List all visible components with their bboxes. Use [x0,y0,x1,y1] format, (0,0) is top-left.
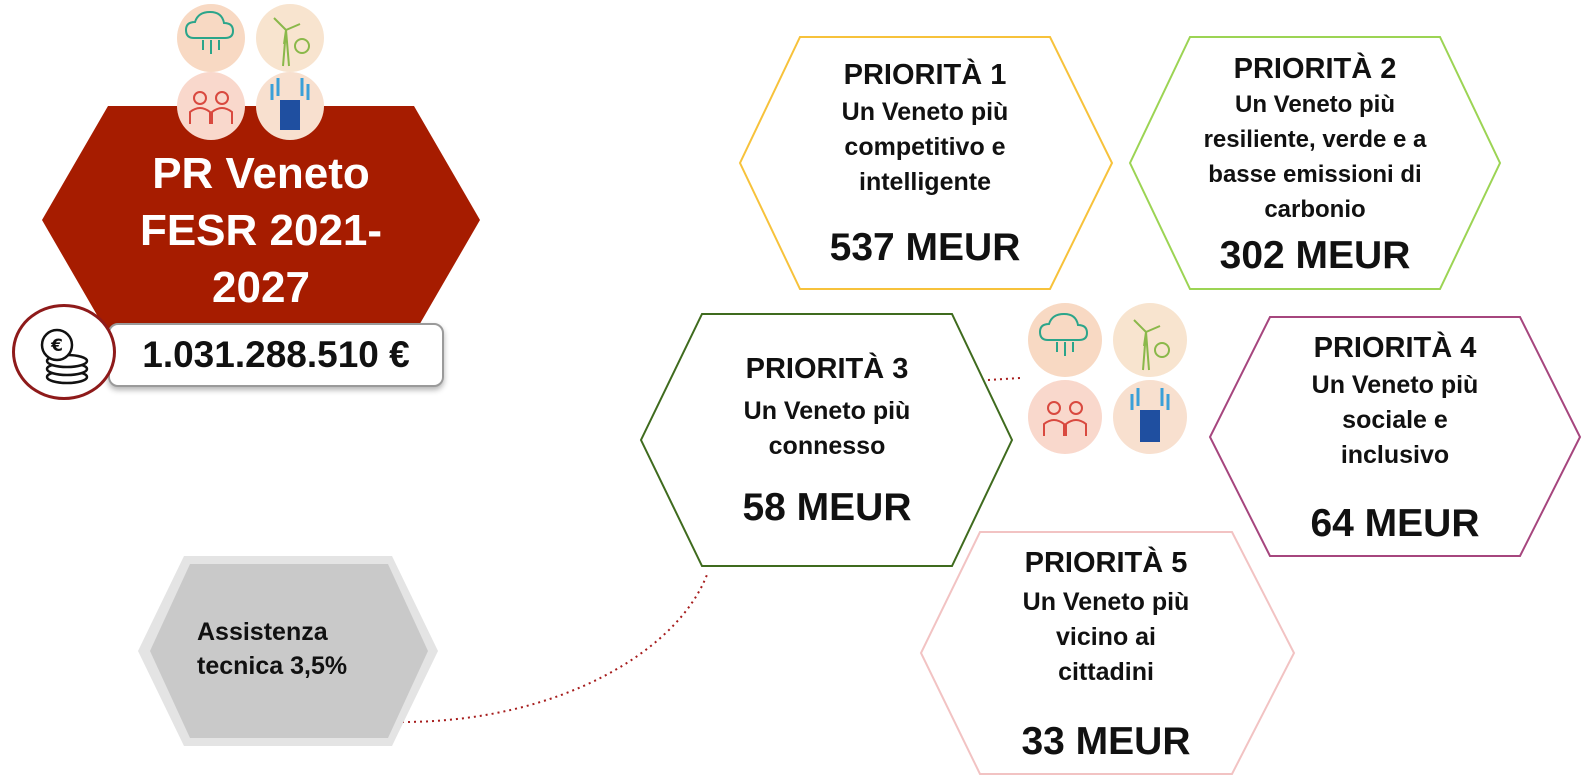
raised-hands-icon [256,72,324,140]
priority-2-description: Un Veneto più resiliente, verde e a bass… [1203,91,1427,223]
cloud-circuit-icon [1028,303,1102,377]
assistance-label: Assistenza tecnica 3,5% [197,618,348,680]
priority-1-title: PRIORITÀ 1 [843,59,1007,91]
priority-4-hexagon [1208,316,1582,557]
euro-coins-icon: € [40,328,89,385]
priority-4-title: PRIORITÀ 4 [1313,332,1477,364]
total-amount: 1.031.288.510 € [142,334,410,375]
priority-1-hexagon [738,36,1114,290]
priority-2-title: PRIORITÀ 2 [1233,53,1397,85]
total-amount-box: 1.031.288.510 € [108,323,444,387]
priority-5-title: PRIORITÀ 5 [1024,547,1188,579]
priority-3-title: PRIORITÀ 3 [745,353,909,385]
priority-3-description: Un Veneto più connesso [743,397,911,460]
wind-turbine-icon [256,4,324,72]
people-group-icon [177,72,245,140]
priority-1-amount: 537 MEUR [829,226,1021,269]
connector-icons [987,377,1021,381]
wind-turbine-icon [1113,303,1187,377]
priority-5-description: Un Veneto più vicino ai cittadini [1022,588,1190,686]
cloud-circuit-icon [177,4,245,72]
priority-5-hexagon [919,531,1296,775]
svg-text:€: € [50,336,63,356]
people-group-icon [1028,380,1102,454]
priority-4-amount: 64 MEUR [1310,502,1480,545]
priority-2-hexagon [1128,36,1502,290]
assistance-hexagon [150,564,428,738]
main-hexagon [42,106,480,334]
main-title: PR Veneto FESR 2021-2027 [139,149,383,312]
priority-3-hexagon [639,313,1014,567]
priority-1-description: Un Veneto più competitivo e intelligente [841,98,1009,196]
priority-2-amount: 302 MEUR [1219,234,1411,277]
euro-coins-badge: € [12,304,116,400]
priority-3-amount: 58 MEUR [742,486,912,529]
raised-hands-icon [1113,380,1187,454]
priority-4-description: Un Veneto più sociale e inclusivo [1311,371,1479,469]
priority-5-amount: 33 MEUR [1021,720,1191,763]
connector-assistance [401,571,709,723]
